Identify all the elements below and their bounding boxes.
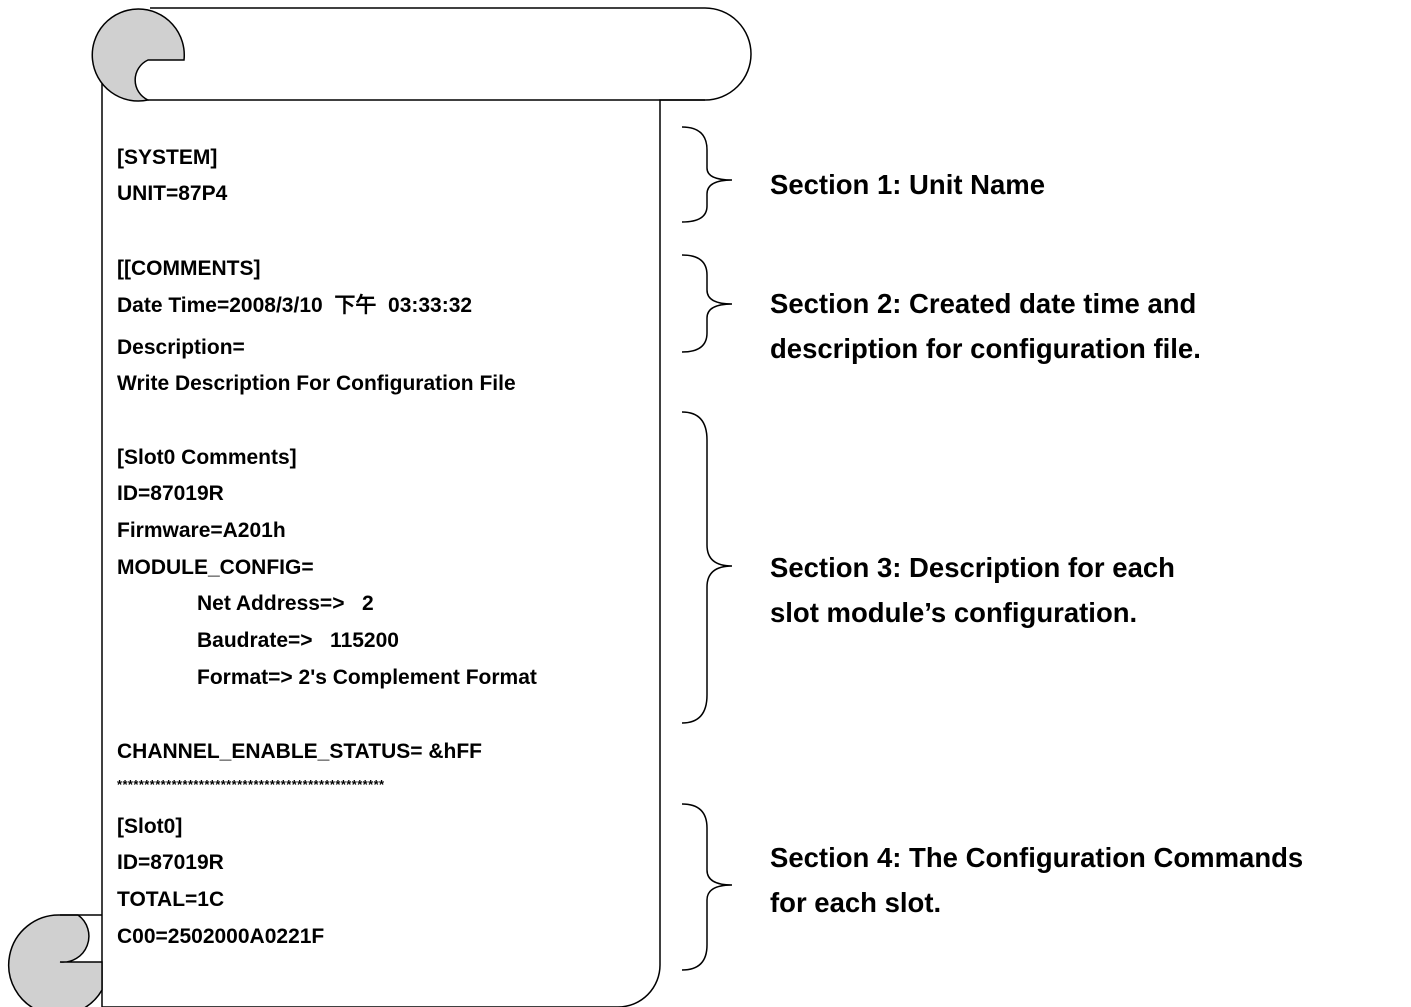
line-id: ID=87019R: [117, 482, 224, 505]
line-baudrate: Baudrate=> 115200: [197, 629, 399, 652]
line-module-config: MODULE_CONFIG=: [117, 556, 314, 579]
section-1-label: Section 1: Unit Name: [770, 162, 1045, 207]
section-4-line2: for each slot.: [770, 887, 942, 918]
brace-section-4: [681, 803, 733, 971]
line-comments-header: [[COMMENTS]: [117, 257, 261, 280]
line-net-address: Net Address=> 2: [197, 592, 374, 615]
section-1-line1: Section 1: Unit Name: [770, 169, 1046, 200]
line-total: TOTAL=1C: [117, 888, 225, 911]
section-3-label: Section 3: Description for each slot mod…: [770, 545, 1175, 635]
section-2-line1: Section 2: Created date time and: [770, 288, 1197, 319]
section-2-line2: description for configuration file.: [770, 333, 1201, 364]
line-slot0-header: [Slot0]: [117, 815, 183, 838]
line-format: Format=> 2's Complement Format: [197, 666, 537, 689]
line-channel-enable-status: CHANNEL_ENABLE_STATUS= &hFF: [117, 740, 482, 763]
line-unit: UNIT=87P4: [117, 182, 228, 205]
line-system-header: [SYSTEM]: [117, 146, 218, 169]
line-c00: C00=2502000A0221F: [117, 925, 325, 948]
section-3-line2: slot module’s configuration.: [770, 597, 1138, 628]
brace-section-2: [681, 254, 733, 353]
top-roll-curl: [91, 8, 186, 102]
line-description-text: Write Description For Configuration File: [117, 372, 516, 395]
section-2-label: Section 2: Created date time and descrip…: [770, 281, 1201, 371]
brace-section-3: [681, 411, 733, 724]
line-separator: ****************************************…: [117, 777, 385, 792]
line-slot-id: ID=87019R: [117, 851, 224, 874]
brace-section-1: [681, 126, 733, 223]
section-4-line1: Section 4: The Configuration Commands: [770, 842, 1304, 873]
section-3-line1: Section 3: Description for each: [770, 552, 1175, 583]
line-firmware: Firmware=A201h: [117, 519, 286, 542]
section-4-label: Section 4: The Configuration Commands fo…: [770, 835, 1303, 925]
bottom-roll-curl: [8, 914, 103, 1007]
line-slot0-comments-header: [Slot0 Comments]: [117, 446, 297, 469]
line-description: Description=: [117, 336, 245, 359]
line-date-time: Date Time=2008/3/10 下午 03:33:32: [117, 294, 473, 317]
scroll-outline: [101, 7, 752, 1007]
